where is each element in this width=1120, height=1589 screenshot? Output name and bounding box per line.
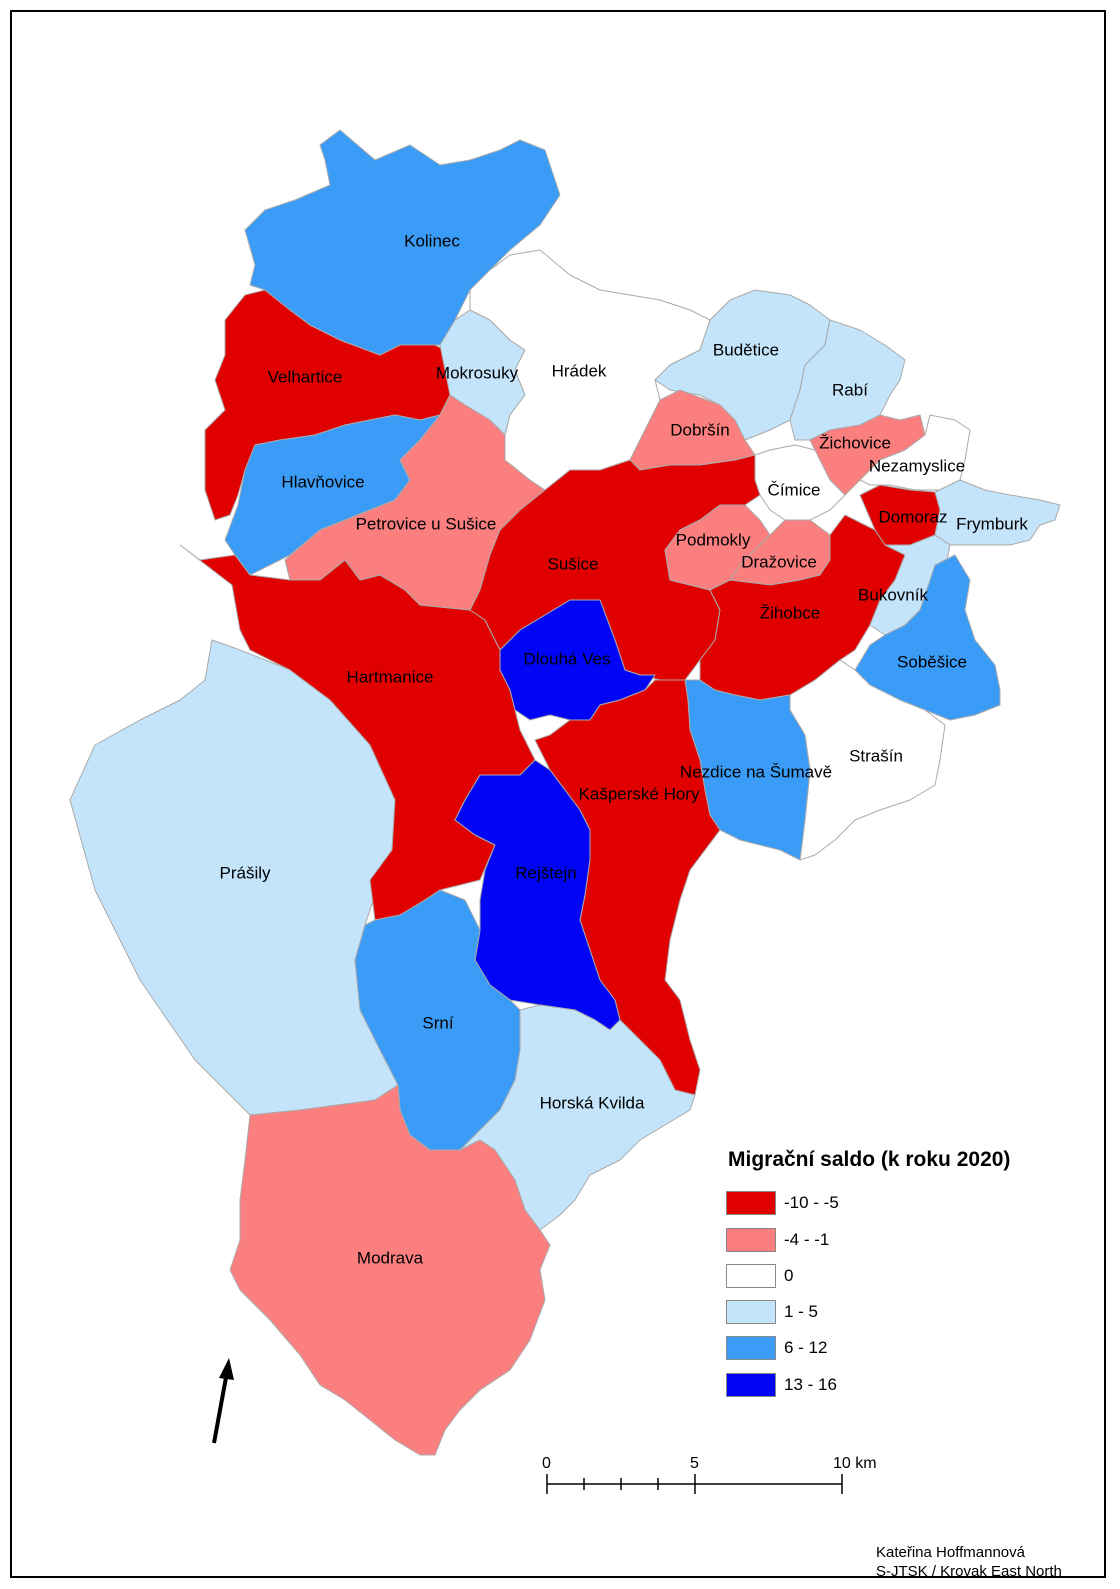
legend-swatch [726, 1373, 776, 1397]
label-strasin: Strašín [849, 746, 903, 765]
municipality-horska-kvilda [459, 1004, 696, 1231]
legend-item: 0 [726, 1263, 793, 1289]
label-horska-kvilda: Horská Kvilda [540, 1093, 645, 1112]
label-hradek: Hrádek [552, 361, 607, 380]
label-kolinec: Kolinec [404, 231, 460, 250]
scale-label-5: 5 [690, 1455, 699, 1472]
label-cimice: Čímice [768, 480, 821, 499]
scale-label-0: 0 [542, 1455, 551, 1472]
credits: Kateřina Hoffmannová S-JTSK / Krovak Eas… [876, 1543, 1062, 1581]
label-susice: Sušice [547, 554, 598, 573]
scale-label-10km: 10 km [833, 1455, 877, 1472]
label-drazovice: Dražovice [741, 552, 817, 571]
label-bukovnik: Bukovník [858, 585, 928, 604]
label-domoraz: Domoraz [879, 507, 948, 526]
label-velhartice: Velhartice [268, 367, 343, 386]
legend-item: 1 - 5 [726, 1299, 818, 1325]
municipality-frymburk [934, 479, 1061, 546]
legend-label: 1 - 5 [784, 1302, 819, 1321]
map-frame [10, 10, 1106, 1578]
legend-swatch [726, 1300, 776, 1324]
scale-bar [546, 1474, 843, 1494]
label-rejstejn: Rejštejn [515, 863, 576, 882]
north-arrow-icon [212, 1358, 234, 1444]
author-name: Kateřina Hoffmannová [876, 1544, 1025, 1561]
legend-label: 6 - 12 [784, 1338, 828, 1357]
legend-label: 13 - 16 [784, 1375, 837, 1394]
label-modrava: Modrava [357, 1248, 424, 1267]
legend-swatch [726, 1191, 776, 1215]
label-hlavnovice: Hlavňovice [281, 472, 364, 491]
legend-label: 0 [784, 1266, 794, 1285]
label-rabi: Rabí [832, 380, 868, 399]
label-zichovice: Žichovice [819, 433, 891, 452]
legend-item: 6 - 12 [726, 1335, 827, 1361]
label-podmokly: Podmokly [676, 530, 751, 549]
projection-note: S-JTSK / Krovak East North [876, 1563, 1062, 1580]
label-hartmanice: Hartmanice [347, 667, 434, 686]
label-dlouha-ves: Dlouhá Ves [524, 649, 611, 668]
label-frymburk: Frymburk [956, 514, 1028, 533]
label-prasily: Prášily [219, 863, 271, 882]
municipality-modrava [229, 1084, 551, 1456]
label-mokrosuky: Mokrosuky [436, 363, 519, 382]
label-petrovice-u-susice: Petrovice u Sušice [356, 514, 497, 533]
label-srni: Srní [422, 1013, 453, 1032]
label-nezamyslice: Nezamyslice [869, 456, 965, 475]
label-budetice: Budětice [713, 340, 779, 359]
label-nezdice-na-sumave: Nezdice na Šumavě [680, 762, 832, 781]
label-kasperske-hory: Kašperské Hory [579, 784, 700, 803]
legend-item: -4 - -1 [726, 1227, 829, 1253]
legend-swatch [726, 1228, 776, 1252]
legend-title: Migrační saldo (k roku 2020) [728, 1148, 1011, 1171]
municipality-sobesice [854, 554, 1001, 721]
municipality-nezamyslice [859, 414, 971, 491]
legend-item: 13 - 16 [726, 1372, 837, 1398]
legend-swatch [726, 1264, 776, 1288]
legend-item: -10 - -5 [726, 1190, 839, 1216]
label-dobrsin: Dobršín [670, 420, 730, 439]
legend-label: -10 - -5 [784, 1193, 839, 1212]
label-sobesice: Soběšice [897, 652, 967, 671]
legend-swatch [726, 1336, 776, 1360]
legend-label: -4 - -1 [784, 1230, 830, 1249]
label-zihobce: Žihobce [760, 603, 820, 622]
